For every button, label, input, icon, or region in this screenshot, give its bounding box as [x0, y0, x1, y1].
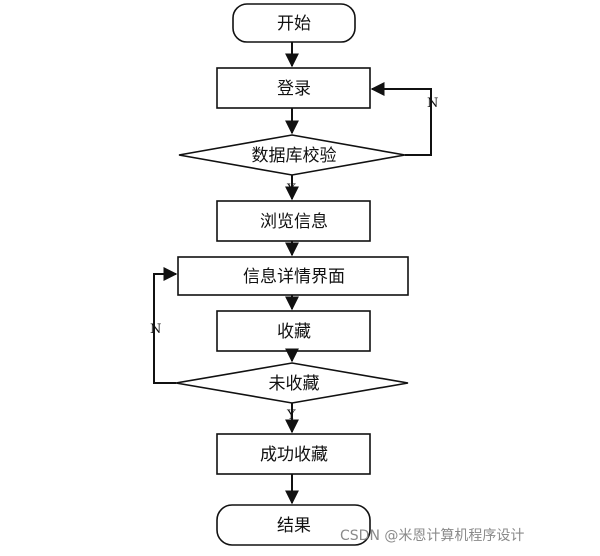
watermark-text: CSDN @米恩计算机程序设计	[340, 528, 525, 544]
db-check-no-label: N	[427, 96, 438, 111]
not-favorited-yes-label: Y	[286, 408, 296, 423]
db-check-label: 数据库校验	[252, 146, 337, 166]
not-favorited-no-label: N	[150, 322, 161, 337]
login-node: 登录	[216, 67, 371, 109]
browse-node: 浏览信息	[216, 200, 371, 242]
arrow-dbcheck-no-loop	[370, 82, 432, 156]
start-label: 开始	[277, 14, 311, 34]
detail-label: 信息详情界面	[243, 267, 345, 287]
not-favorited-label: 未收藏	[269, 374, 320, 394]
detail-node: 信息详情界面	[177, 256, 409, 296]
favorite-label: 收藏	[277, 322, 311, 342]
db-check-decision: 数据库校验	[178, 134, 406, 176]
not-favorited-decision: 未收藏	[175, 362, 409, 404]
success-label: 成功收藏	[260, 445, 328, 465]
favorite-node: 收藏	[216, 310, 371, 352]
db-check-yes-label: Y	[286, 182, 296, 197]
start-node: 开始	[232, 3, 356, 43]
browse-label: 浏览信息	[260, 212, 328, 232]
success-node: 成功收藏	[216, 433, 371, 475]
end-label: 结果	[277, 516, 311, 536]
end-node: 结果	[216, 504, 371, 546]
login-label: 登录	[277, 79, 311, 99]
arrow-notfav-no-loop	[153, 267, 178, 384]
